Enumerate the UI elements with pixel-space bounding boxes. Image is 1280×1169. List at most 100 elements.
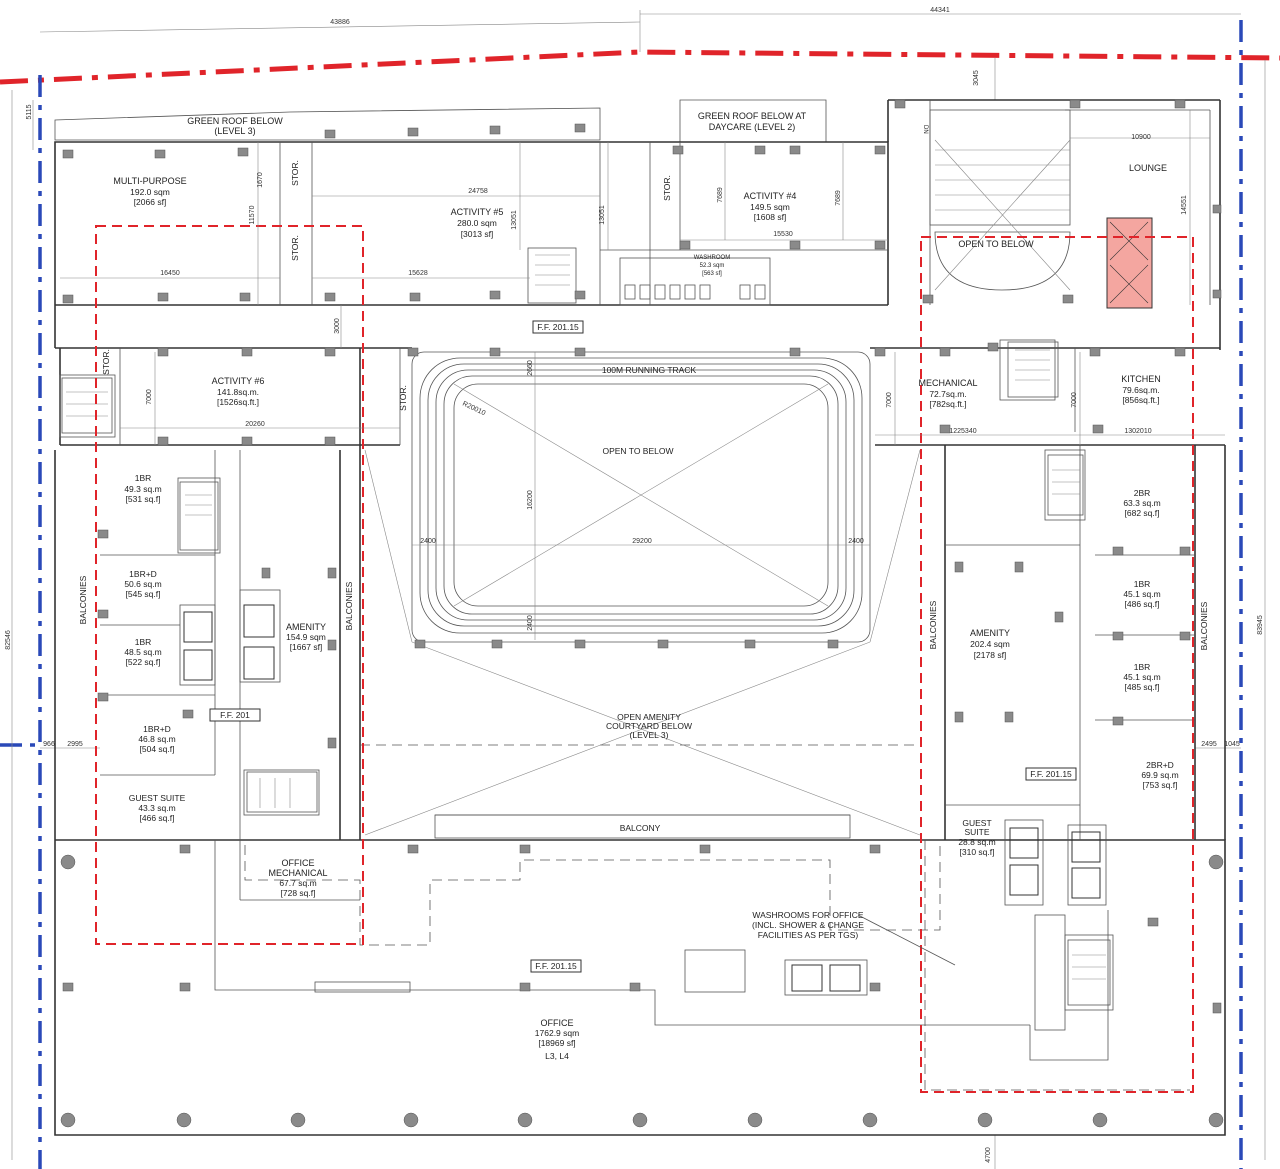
unit-left-5-name: GUEST SUITE [129, 793, 186, 803]
courtyard-open-below [364, 449, 921, 836]
room-amenity-right-sqm: 202.4 sqm [970, 639, 1010, 649]
room-activity6-name: ACTIVITY #6 [212, 376, 265, 386]
dim-29200: 29200 [632, 538, 652, 545]
washrooms-office-line2: (INCL. SHOWER & CHANGE [752, 920, 864, 930]
dim-24758: 24758 [468, 188, 488, 195]
room-office-mech-line1: OFFICE [282, 858, 315, 868]
elevator-cores [183, 604, 1101, 992]
unit-right-1-name: 2BR [1134, 488, 1151, 498]
round-columns [60, 854, 1224, 1128]
green-roof-level3-outline [54, 107, 601, 141]
dim-20260: 20260 [245, 421, 265, 428]
room-activity6-sqm: 141.8sq.m. [217, 387, 259, 397]
room-activity4-sf: [1608 sf] [754, 212, 787, 222]
guest-suite-right-sqm: 28.8 sq.m [958, 837, 995, 847]
dim-right-w1: 2495 [1201, 741, 1217, 748]
ff-tag-north-label: F.F. 201.15 [537, 322, 579, 332]
unit-left-3-sqm: 48.5 sq.m [124, 647, 161, 657]
unit-right-3-sqm: 45.1 sq.m [1123, 672, 1160, 682]
green-roof-daycare-line1: GREEN ROOF BELOW AT [698, 111, 807, 121]
unit-left-4-name: 1BR+D [143, 724, 171, 734]
washroom-fixtures [624, 284, 766, 300]
dim-right-w2: 1045 [1224, 741, 1240, 748]
room-multipurpose-sqm: 192.0 sqm [130, 187, 170, 197]
dim-left-offset: 5115 [26, 104, 33, 119]
dim-right-top: 3045 [973, 70, 980, 86]
dim-overall-top-left: 43886 [330, 19, 350, 26]
dimension-lines [60, 110, 1225, 640]
unit-left-4-sf: [504 sq.f] [140, 744, 175, 754]
stor-label-4: STOR. [101, 349, 111, 375]
dim-11570: 11570 [249, 205, 256, 224]
scope-box-right [920, 236, 1194, 1093]
dim-overall-top-right: 44341 [930, 7, 950, 14]
building-walls [54, 99, 1226, 1136]
room-activity5-sf: [3013 sf] [461, 229, 494, 239]
balconies-label-left-inner: BALCONIES [344, 581, 354, 630]
lounge-elevators [1106, 217, 1153, 309]
unit-right-1-sqm: 63.3 sq.m [1123, 498, 1160, 508]
dim-16200: 16200 [527, 490, 534, 510]
unit-left-3-name: 1BR [135, 637, 152, 647]
interior-walls [59, 100, 1211, 1061]
dim-1670: 1670 [257, 172, 264, 188]
unit-left-4-sqm: 46.8 sq.m [138, 734, 175, 744]
dim-7689: 7689 [717, 187, 724, 203]
room-amenity-left-sf: [1667 sf] [290, 642, 323, 652]
dim-1225340: 1225340 [949, 428, 976, 435]
room-kitchen-name: KITCHEN [1121, 374, 1161, 384]
open-amenity-line2: COURTYARD BELOW [606, 721, 692, 731]
dim-left-w2: 2995 [67, 741, 83, 748]
room-office-name: OFFICE [541, 1018, 574, 1028]
scope-box-left [95, 225, 364, 945]
room-amenity-left-sqm: 154.9 sqm [286, 632, 326, 642]
washrooms-office-line1: WASHROOMS FOR OFFICE [752, 910, 863, 920]
open-amenity-line1: OPEN AMENITY [617, 712, 681, 722]
room-amenity-right-sf: [2178 sf] [974, 650, 1007, 660]
room-mechanical-sf: [782sq.ft.] [929, 399, 966, 409]
room-activity6-sf: [1526sq.ft.] [217, 397, 259, 407]
room-mechanical-name: MECHANICAL [918, 378, 977, 388]
stair-open-to-below [934, 139, 1071, 291]
green-roof-daycare-outline [679, 99, 827, 143]
unit-right-4-name: 2BR+D [1146, 760, 1174, 770]
room-amenity-left-name: AMENITY [286, 622, 326, 632]
dim-1302010: 1302010 [1124, 428, 1151, 435]
dim-7000c: 7000 [1071, 392, 1078, 408]
dim-2400a: 2400 [420, 538, 436, 545]
dim-bottom-right: 4700 [985, 1147, 992, 1163]
room-washroom-name: WASHROOM [694, 255, 730, 261]
dim-overall-left: 82546 [5, 630, 12, 650]
dim-7000a: 7000 [146, 389, 153, 405]
ff-tag-office [530, 959, 582, 973]
room-activity4-sqm: 149.5 sqm [750, 202, 790, 212]
dim-13051: 13051 [511, 210, 518, 230]
dim-15530: 15530 [773, 231, 793, 238]
room-kitchen-sf: [856sq.ft.] [1122, 395, 1159, 405]
balconies-label-right: BALCONIES [1199, 601, 1209, 650]
dim-r20010: R20010 [461, 400, 486, 417]
ff-tag-left-label: F.F. 201 [220, 710, 250, 720]
ff-tag-right-label: F.F. 201.15 [1030, 769, 1072, 779]
unit-right-4-sf: [753 sq.f] [1143, 780, 1178, 790]
room-office-mech-sqm: 67.7 sq.m [279, 878, 316, 888]
ff-tag-office-label: F.F. 201.15 [535, 961, 577, 971]
unit-left-1-sf: [531 sq.f] [126, 494, 161, 504]
room-multipurpose-name: MULTI-PURPOSE [113, 176, 186, 186]
dim-7000b: 7000 [886, 392, 893, 408]
dim-3000: 3000 [334, 318, 341, 334]
unit-right-2-sqm: 45.1 sq.m [1123, 589, 1160, 599]
unit-right-1-sf: [682 sq.f] [1125, 508, 1160, 518]
room-mechanical-sqm: 72.7sq.m. [929, 389, 966, 399]
unit-left-1-sqm: 49.3 sq.m [124, 484, 161, 494]
open-to-below-stair-label: OPEN TO BELOW [958, 239, 1034, 249]
unit-left-2-sf: [545 sq.f] [126, 589, 161, 599]
unit-left-5-sf: [466 sq.f] [140, 813, 175, 823]
stairs [61, 247, 1111, 1006]
room-office-levels: L3, L4 [545, 1051, 569, 1061]
unit-left-2-name: 1BR+D [129, 569, 157, 579]
ff-tag-left [209, 708, 261, 722]
ff-tag-right [1025, 767, 1077, 781]
ff-tag-north [532, 320, 584, 334]
